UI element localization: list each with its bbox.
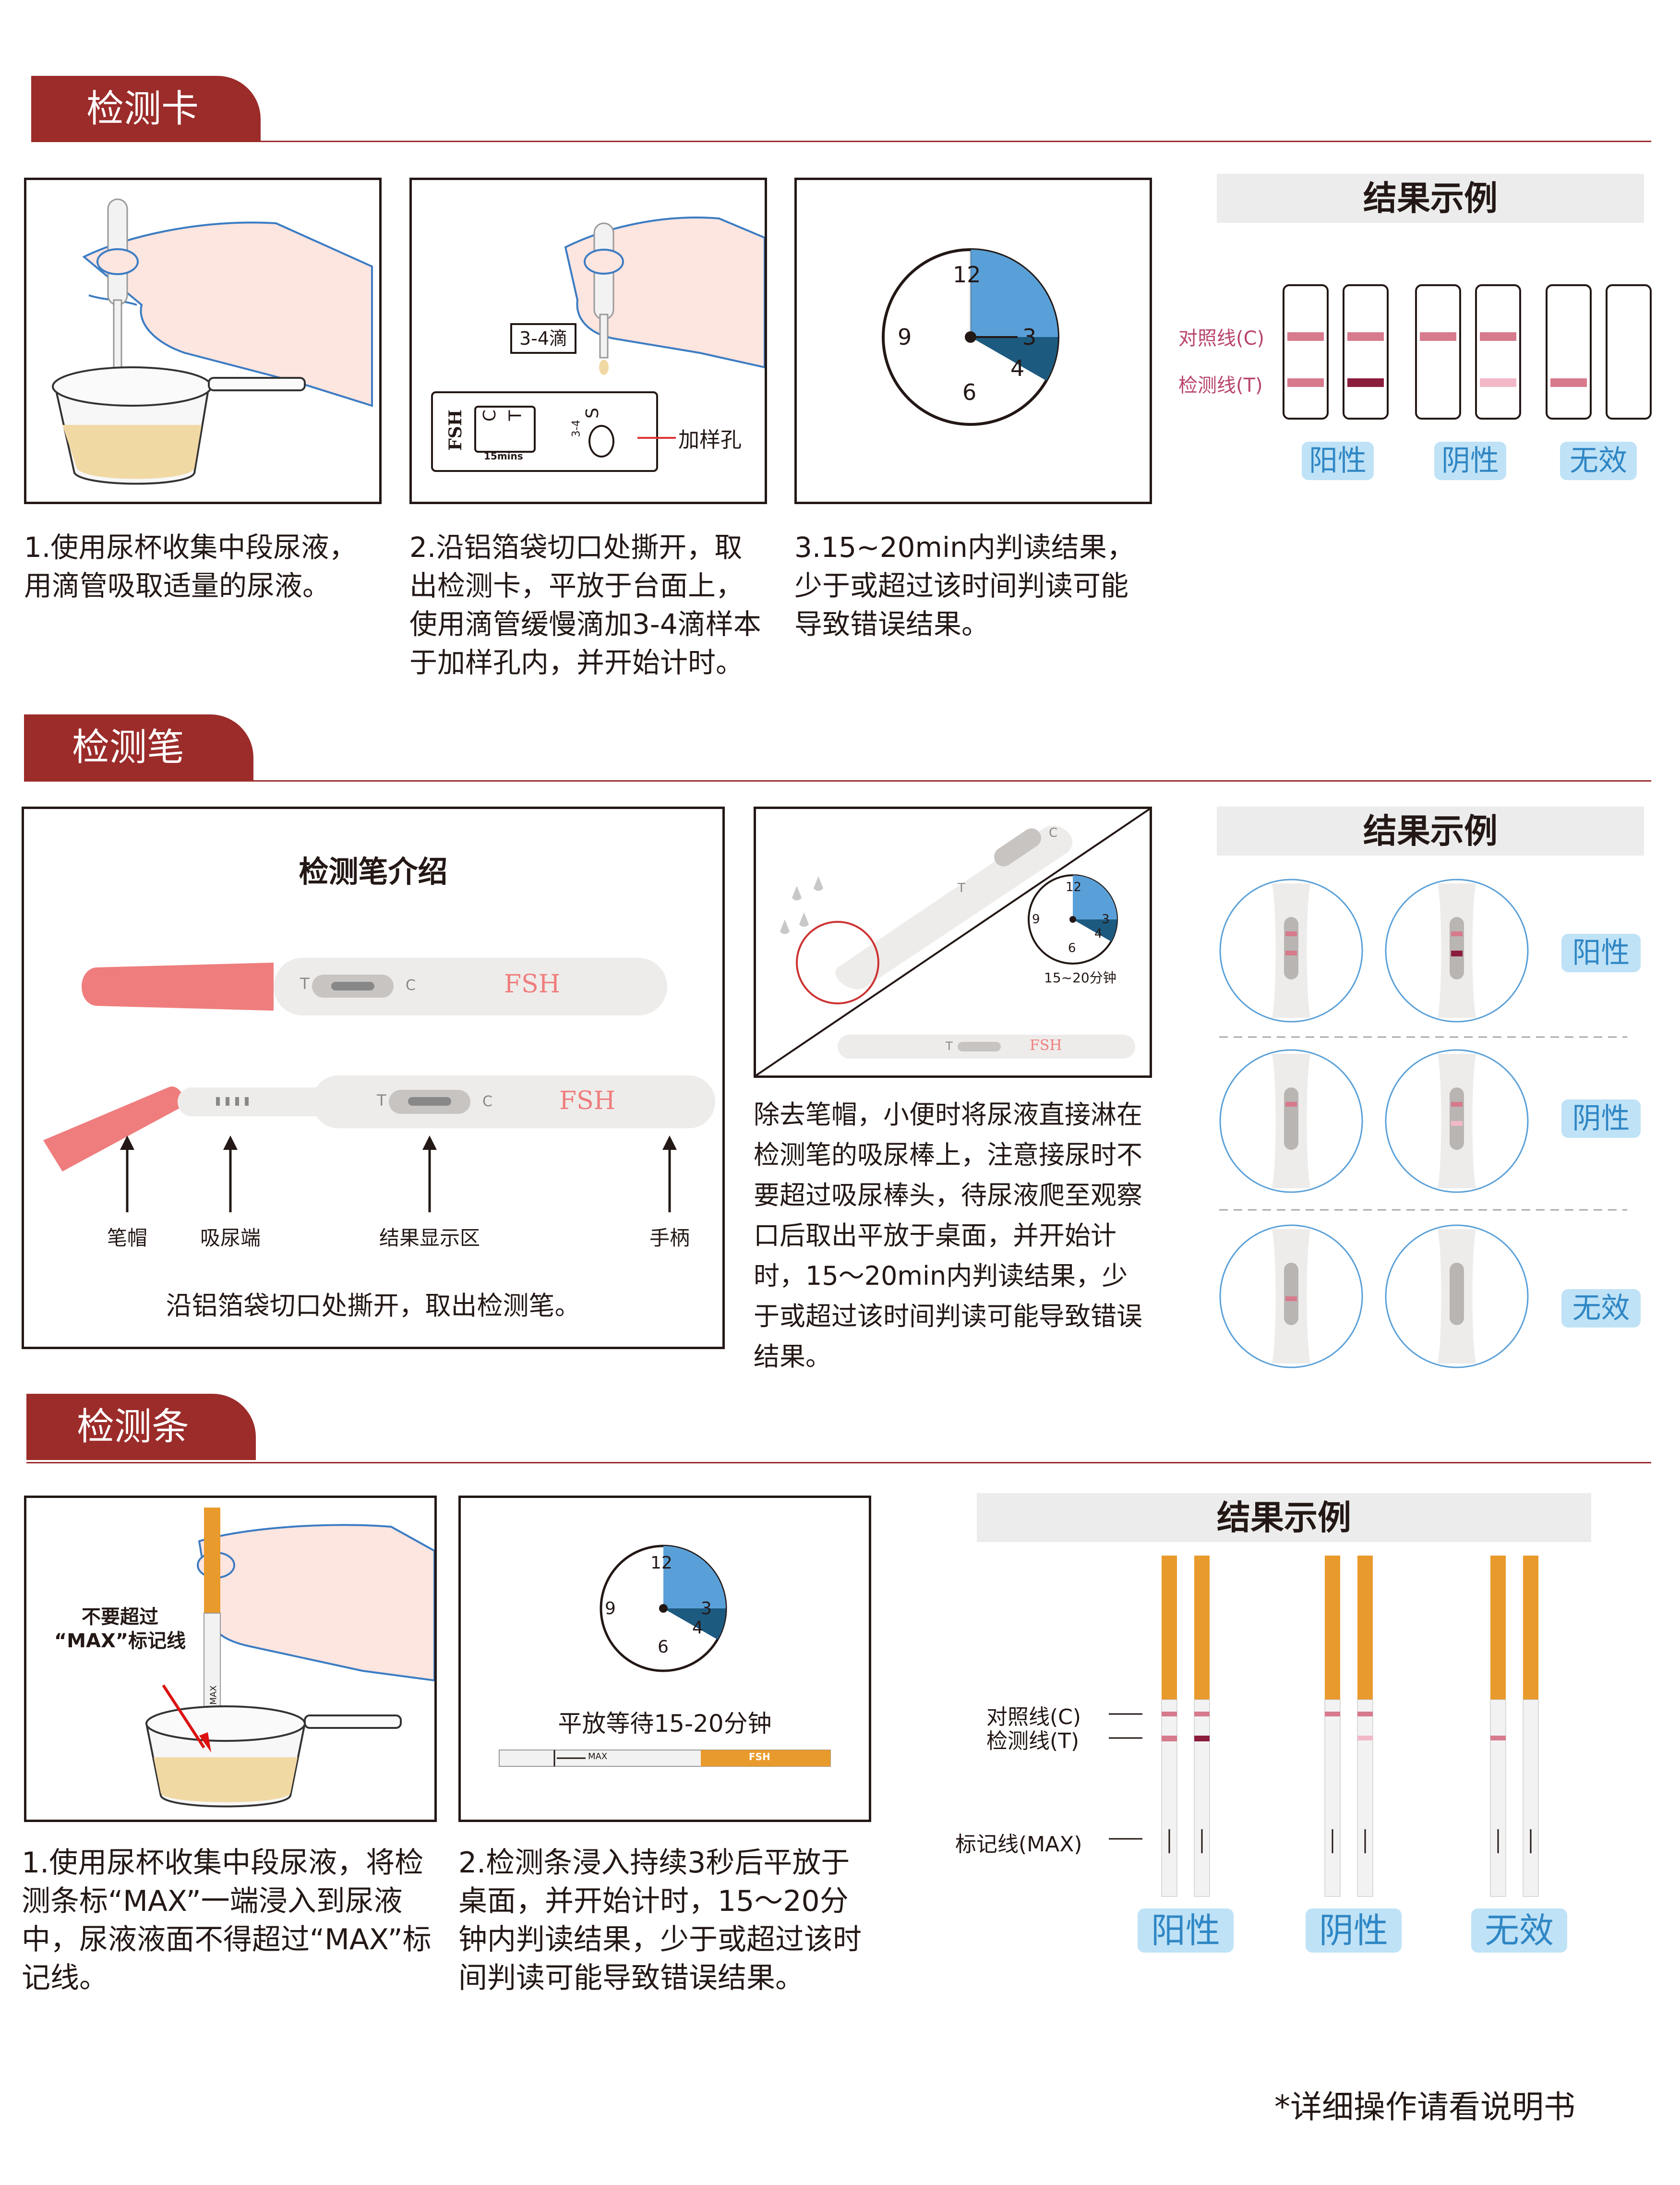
pen-t-label: T [377,1091,386,1110]
step-caption-3: 3.15~20min内判读结果，少于或超过该时间判读可能导致错误结果。 [794,531,1135,640]
pen-step-brand: FSH [1030,1037,1062,1054]
clock-6: 6 [1068,941,1076,955]
pen-handle-label: 手柄 [649,1226,690,1250]
badge-negative: 阴性 [1561,1099,1641,1138]
clock-6: 6 [962,379,977,405]
pen-results-grid [1219,879,1627,1368]
pen-intro-panel: 检测笔介绍 T C FSH T C FSH 笔帽 吸尿端 结果显示区 手柄 沿铝… [22,807,725,1349]
clock-9: 9 [1032,912,1040,927]
pen-c-label: C [406,977,416,994]
section-rule [24,780,1651,782]
arrow-icon [637,437,676,439]
clock-3: 3 [701,1599,712,1618]
card-time-label: 15mins [484,450,523,462]
badge-negative: 阴性 [1306,1908,1402,1953]
step-caption-1: 1.使用尿杯收集中段尿液，用滴管吸取适量的尿液。 [24,531,357,602]
strip-brand: FSH [749,1751,770,1762]
pen-step-c: C [1049,826,1058,840]
strip-step-illustration-dip: 不要超过 “MAX”标记线 MAX [24,1496,437,1822]
pen-intro-caption: 沿铝箔袋切口处撕开，取出检测笔。 [166,1291,581,1321]
section-rule [31,141,1651,142]
badge-positive: 阳性 [1138,1908,1234,1953]
result-card [1283,284,1329,420]
sample-hole-label: 加样孔 [678,428,742,452]
max-line-label: 标记线(MAX) [955,1832,1082,1857]
badge-invalid: 无效 [1560,442,1637,480]
clock-12: 12 [1066,880,1082,894]
card-window [474,406,536,453]
clock-3: 3 [1102,912,1110,927]
result-card [1415,284,1461,420]
clock-4: 4 [1010,355,1025,381]
strip-results-grid [1109,1556,1539,1897]
section-rule [26,1462,1651,1463]
strip-max-label: MAX [208,1685,219,1705]
section-title-pen: 检测笔 [24,714,253,781]
strip-step-caption-2: 2.检测条浸入持续3秒后平放于桌面，并开始计时，15～20分钟内判读结果，少于或… [458,1846,862,1995]
clock-12: 12 [953,262,981,288]
pen-step-t: T [958,881,965,895]
clock-12: 12 [650,1553,672,1573]
clock-icon [499,1545,831,1767]
test-line-label: 检测线(T) [1178,374,1263,397]
pen-c-label: C [482,1093,492,1110]
result-card [1475,284,1521,420]
test-card [431,391,658,472]
step-illustration-collect-urine [24,178,382,504]
pen-step-panel: FSH C T T 12 9 3 4 6 15~20分钟 [754,807,1152,1078]
strip-step-caption-1: 1.使用尿杯收集中段尿液，将检测条标“MAX”一端浸入到尿液中，尿液液面不得超过… [22,1846,432,1995]
badge-invalid: 无效 [1561,1289,1641,1328]
result-card [1343,284,1389,420]
pen-step-caption: 除去笔帽，小便时将尿液直接淋在检测笔的吸尿棒上，注意接尿时不要超过吸尿棒头，待尿… [754,1099,1142,1372]
clock-4: 4 [1094,927,1103,941]
result-card [1606,284,1652,420]
result-card [1546,284,1592,420]
pen-cap-label: 笔帽 [107,1226,147,1250]
control-line-label: 对照线(C) [1178,327,1265,350]
pen-step-t: T [946,1039,953,1053]
pen-absorbent-label: 吸尿端 [200,1226,261,1250]
results-title: 结果示例 [977,1493,1591,1542]
section-title-strip: 检测条 [26,1394,256,1460]
pen-t-label: T [300,975,310,993]
results-title: 结果示例 [1217,174,1644,223]
section-title-card: 检测卡 [31,76,261,142]
warning-text: 不要超过 [82,1606,158,1628]
pen-brand: FSH [504,970,561,999]
step-illustration-timer: 12 3 4 6 9 [794,178,1152,504]
control-line-label: 对照线(C) [986,1705,1081,1729]
wait-caption: 平放等待15-20分钟 [558,1710,772,1738]
drop-callout: 3-4滴 [510,323,576,354]
step-illustration-add-sample: 3-4滴 FSH C T 15mins 3-4 S 加样孔 [409,178,767,504]
strip-step-illustration-wait: 12 9 3 4 6 平放等待15-20分钟 MAX FSH [458,1496,871,1822]
badge-invalid: 无效 [1471,1908,1567,1953]
badge-negative: 阴性 [1434,442,1506,480]
card-c-label: C [480,409,500,422]
badge-positive: 阳性 [1302,442,1374,480]
clock-6: 6 [658,1637,669,1657]
badge-positive: 阳性 [1561,934,1641,972]
test-line-label: 检测线(T) [986,1729,1080,1753]
pen-intro-title: 检测笔介绍 [299,854,448,889]
footnote: *详细操作请看说明书 [1274,2088,1575,2125]
card-brand-text: FSH [445,410,466,451]
strip-max-label: MAX [588,1751,608,1762]
clock-3: 3 [1022,324,1037,350]
card-drops-label: 3-4 [570,420,583,437]
sample-hole [588,425,614,458]
step-caption-2: 2.沿铝箔袋切口处撕开，取出检测卡，平放于台面上，使用滴管缓慢滴加3-4滴样本于… [409,531,761,679]
warning-text: “MAX”标记线 [54,1630,186,1652]
card-s-label: S [582,408,602,419]
results-title: 结果示例 [1217,807,1644,856]
pen-brand: FSH [559,1086,616,1115]
clock-9: 9 [898,324,912,350]
clock-4: 4 [692,1618,703,1638]
clock-icon [882,248,1059,426]
clock-caption: 15~20分钟 [1044,970,1116,986]
pen-result-area-label: 结果显示区 [379,1226,480,1250]
card-t-label: T [505,410,526,421]
clock-9: 9 [605,1599,616,1618]
